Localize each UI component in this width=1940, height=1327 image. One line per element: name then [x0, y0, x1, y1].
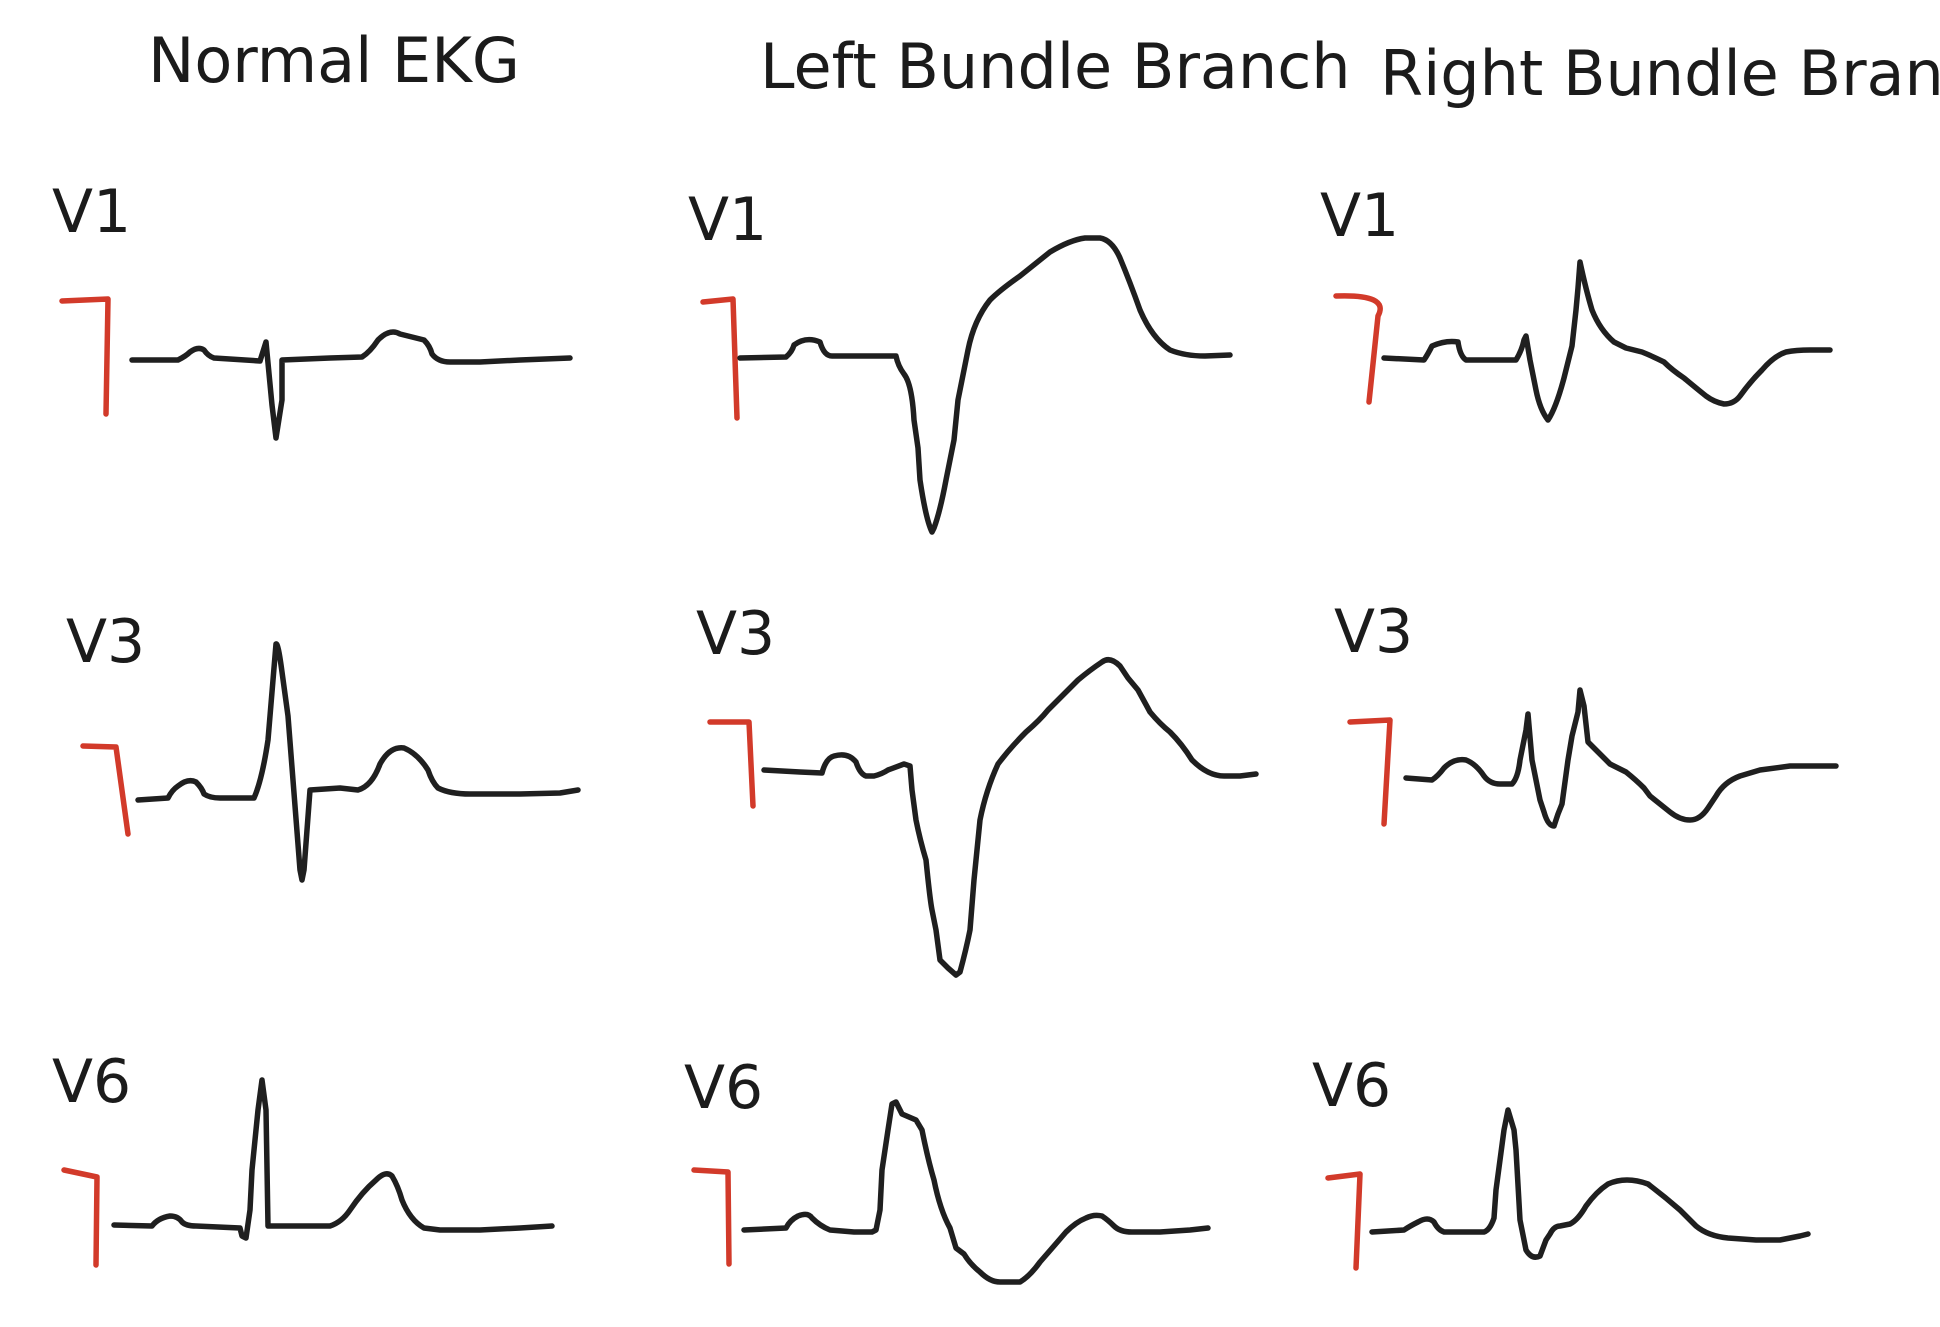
lead-label-rbbb-v1: V1	[1320, 181, 1399, 251]
calibration-mark-normal-v1	[59, 296, 111, 417]
lead-label-normal-v1: V1	[52, 177, 131, 247]
lead-label-lbbb-v6: V6	[684, 1053, 763, 1123]
waveform-lbbb-v6	[741, 1099, 1211, 1285]
calibration-mark-rbbb-v6	[1325, 1171, 1363, 1271]
lead-label-rbbb-v3: V3	[1334, 597, 1413, 667]
lead-label-lbbb-v3: V3	[696, 599, 775, 669]
lead-label-rbbb-v6: V6	[1312, 1051, 1391, 1121]
waveform-normal-v1	[129, 329, 573, 441]
waveform-rbbb-v6	[1369, 1107, 1811, 1260]
waveform-normal-v3	[135, 641, 581, 883]
column-title-rbbb: Right Bundle Branch	[1380, 37, 1940, 110]
lead-label-normal-v6: V6	[52, 1047, 131, 1117]
calibration-mark-normal-v6	[61, 1167, 100, 1268]
calibration-mark-rbbb-v3	[1347, 717, 1393, 827]
column-title-lbbb: Left Bundle Branch	[760, 30, 1351, 103]
waveform-lbbb-v1	[737, 235, 1233, 535]
waveform-rbbb-v3	[1403, 687, 1839, 829]
waveform-normal-v6	[111, 1077, 555, 1241]
lead-label-lbbb-v1: V1	[688, 185, 767, 255]
waveform-rbbb-v1	[1381, 259, 1833, 423]
column-title-normal: Normal EKG	[148, 24, 520, 97]
calibration-mark-lbbb-v1	[700, 296, 740, 421]
calibration-mark-rbbb-v1	[1333, 293, 1383, 405]
waveform-lbbb-v3	[761, 657, 1259, 978]
calibration-mark-lbbb-v3	[707, 719, 756, 809]
calibration-mark-lbbb-v6	[691, 1167, 732, 1267]
calibration-mark-normal-v3	[80, 743, 131, 837]
calibration-marks	[59, 293, 1393, 1271]
lead-label-normal-v3: V3	[66, 607, 145, 677]
